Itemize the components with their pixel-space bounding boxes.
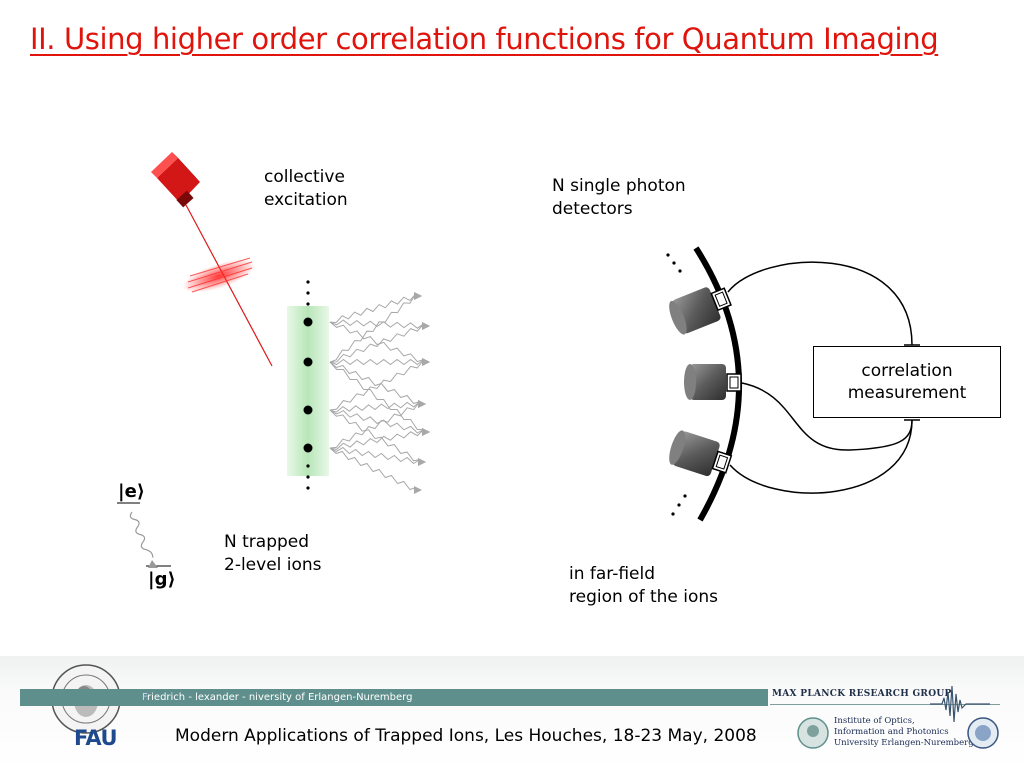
university-bar: Friedrich - lexander - niversity of Erla… (20, 689, 768, 706)
photon-arrowhead (414, 486, 422, 494)
fau-logo-text: FAU (74, 726, 118, 750)
photon-path (329, 358, 425, 366)
photon-path (329, 359, 425, 411)
photon-path (329, 447, 417, 491)
spectrum-logo-icon (930, 685, 990, 723)
excited-state-label: |e⟩ (118, 481, 146, 502)
ground-state-label: |g⟩ (148, 569, 176, 590)
arc-dots (666, 253, 687, 516)
detector-cables (727, 261, 920, 494)
detector-icon (669, 430, 733, 477)
photon-path (329, 293, 417, 363)
photon-path (329, 321, 425, 363)
photon-path (329, 361, 424, 430)
detector-icon (684, 364, 742, 400)
photon-path (329, 323, 425, 363)
photon-path (329, 401, 421, 449)
laser-source-icon (151, 152, 200, 208)
laser-focus-burst (182, 257, 256, 293)
conference-footer: Modern Applications of Trapped Ions, Les… (175, 726, 757, 746)
level-diagram (117, 502, 171, 568)
laser-beam (185, 204, 273, 367)
photon-arrowhead (418, 458, 426, 466)
slide-title: II. Using higher order correlation funct… (30, 22, 939, 56)
photon-arrowhead (422, 358, 430, 366)
photon-path (329, 429, 425, 450)
photon-path (329, 409, 425, 434)
institute-label: Institute of Optics,Information and Phot… (834, 716, 974, 748)
main-diagram (117, 152, 920, 568)
photon-path (329, 361, 421, 405)
photon-path (329, 446, 421, 465)
detector-icon (669, 287, 732, 335)
photon-arrowhead (422, 322, 430, 330)
emitted-photons (329, 292, 430, 494)
max-planck-rule (770, 704, 1000, 705)
ellipsis-dots (306, 280, 310, 490)
footer (0, 656, 1024, 768)
max-planck-label: MAX PLANCK RESEARCH GROUP (772, 689, 952, 699)
photon-arrowhead (422, 428, 430, 436)
photon-path (329, 319, 425, 329)
photon-path (329, 409, 421, 462)
max-planck-seal-icon (967, 717, 999, 749)
photon-path (329, 401, 421, 413)
trapped-ions (303, 317, 313, 453)
photon-path (329, 293, 417, 324)
institute-seal-icon (797, 717, 829, 749)
photon-arrowhead (414, 292, 422, 300)
photon-arrowhead (418, 400, 426, 408)
